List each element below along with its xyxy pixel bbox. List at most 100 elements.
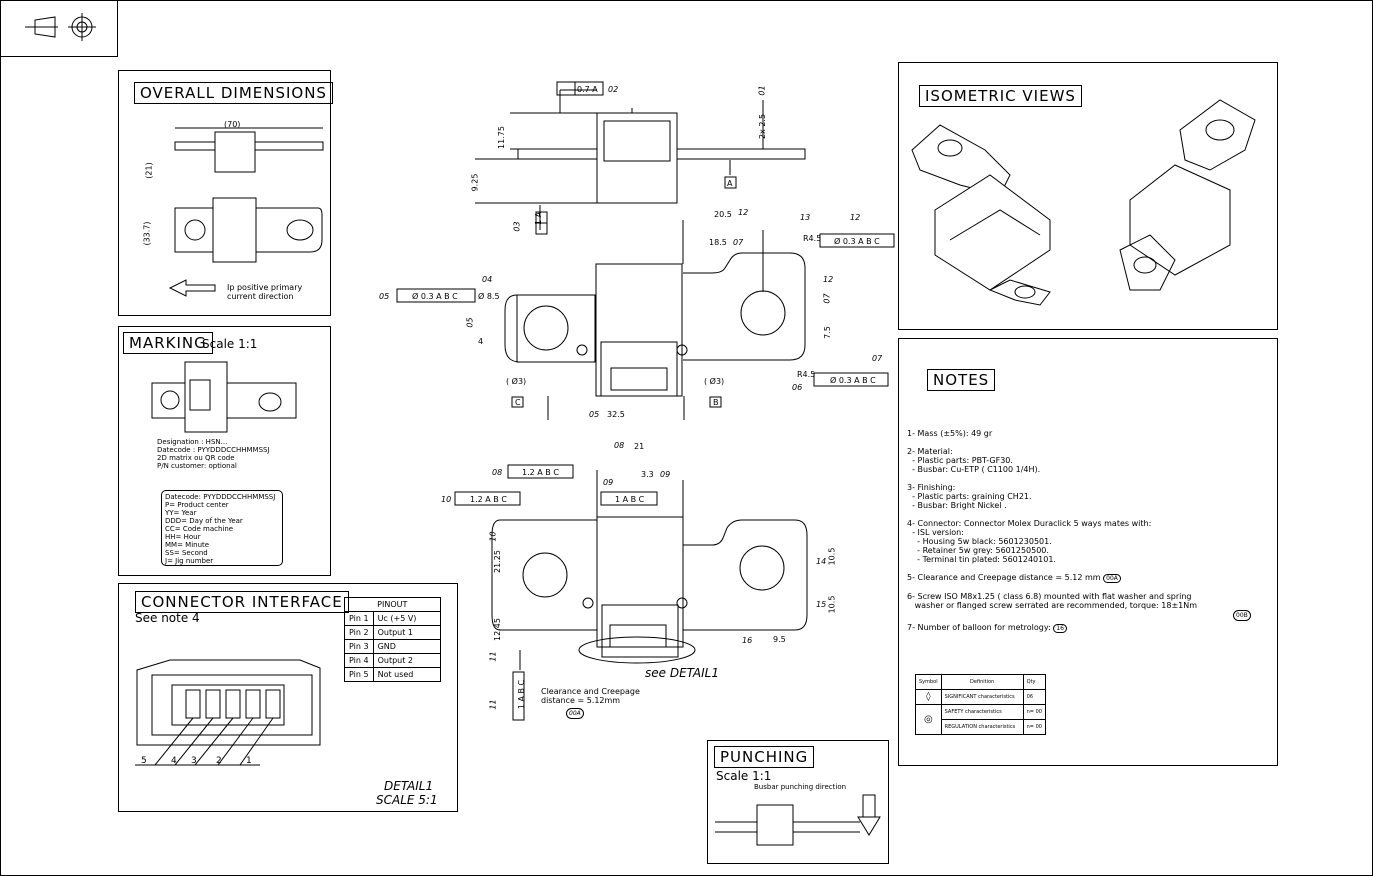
note-text: 5- Clearance and Creepage distance = 5.1…	[907, 573, 1101, 582]
balloon-00b: 00B	[1233, 610, 1251, 621]
legend-line: Datecode: PYYDDDCCHHMMSSJ	[165, 493, 276, 501]
sym-qty: 06	[1022, 689, 1046, 705]
marking-title: MARKING	[123, 332, 213, 354]
radius-45b: R4.5	[797, 370, 816, 379]
dim-337: (33.7)	[142, 221, 152, 246]
balloon-00a-drawing: 00A	[566, 708, 584, 719]
balloon-09: 09	[660, 470, 671, 479]
connector-detail-drawing	[135, 659, 321, 766]
marking-scale: Scale 1:1	[202, 337, 258, 351]
dim-2x25: 2x 2.5	[758, 113, 768, 140]
legend-line: P= Product center	[165, 501, 229, 509]
detail-label: DETAIL1	[384, 779, 434, 793]
legend-line: CC= Code machine	[165, 525, 234, 533]
fcf-1abc-bottom: 1 A B C	[517, 679, 527, 710]
balloon-12b: 12	[850, 213, 861, 222]
balloon-01: 01	[757, 85, 767, 96]
balloon-07b: 07	[872, 354, 883, 363]
balloon-11: 11	[488, 651, 498, 662]
balloon-15: 15	[816, 600, 827, 609]
diamond-icon: ◊	[915, 689, 942, 705]
note-item: 7- Number of balloon for metrology: 16	[907, 623, 1272, 633]
dim-325: 32.5	[607, 410, 625, 419]
pinout-header: PINOUT	[344, 597, 441, 612]
balloon-00a: 00A	[1103, 574, 1121, 583]
notes-list: 1- Mass (±5%): 49 gr 2- Material: - Plas…	[907, 429, 1272, 633]
balloon-10: 10	[441, 495, 452, 504]
pin-number: 4	[171, 756, 177, 766]
balloon-16: 16	[1053, 624, 1067, 633]
balloon-16: 16	[742, 636, 753, 645]
dim-70: (70)	[224, 120, 241, 129]
dim-185: 18.5	[709, 238, 727, 247]
balloon-10b: 10	[488, 531, 498, 542]
note-item: 4- Connector: Connector Molex Duraclick …	[907, 519, 1152, 564]
pin-number: 1	[246, 756, 252, 766]
dim-75: 7.5	[822, 326, 832, 339]
fcf-1a: 1 A	[534, 211, 544, 226]
pin-cell: Pin 3	[344, 639, 374, 654]
signal-cell: Not used	[372, 667, 441, 682]
see-note-4: See note 4	[135, 611, 200, 625]
note-item: 3- Finishing: - Plastic parts: graining …	[907, 483, 1032, 510]
see-detail-label[interactable]: see DETAIL1	[645, 666, 719, 680]
notes-title: NOTES	[927, 369, 996, 391]
fcf-top: 0.7 A	[577, 85, 598, 94]
connector-interface-panel: CONNECTOR INTERFACE See note 4 5 4 3 2 1…	[118, 583, 458, 812]
signal-cell: Uc (+5 V)	[372, 611, 441, 626]
balloon-13: 13	[800, 213, 811, 222]
radius-45: R4.5	[803, 234, 822, 243]
legend-line: MM= Minute	[165, 541, 210, 549]
current-direction-text: Ip positive primary current direction	[227, 283, 303, 301]
balloon-11b: 11	[488, 699, 498, 710]
pin-cell: Pin 4	[344, 653, 374, 668]
balloon-05: 05	[379, 292, 390, 301]
legend-line: DDD= Day of the Year	[165, 517, 243, 525]
note-item: 5- Clearance and Creepage distance = 5.1…	[907, 573, 1272, 583]
signal-cell: GND	[372, 639, 441, 654]
marking-panel: MARKING Scale 1:1 Designation : HSN... D…	[118, 326, 331, 576]
dim-d3-right: ( Ø3)	[704, 377, 725, 386]
datum-b: B	[713, 398, 719, 407]
marking-lines: Designation : HSN... Datecode : PYYDDDCC…	[157, 438, 270, 470]
legend-line: J= Jig number	[165, 557, 214, 565]
pin-number: 2	[216, 756, 222, 766]
dim-2125: 21.25	[492, 550, 502, 573]
top-view	[475, 89, 806, 230]
dim-105a: 10.5	[827, 547, 837, 566]
bottom-view	[491, 470, 808, 670]
note-text: 7- Number of balloon for metrology:	[907, 623, 1051, 632]
dim-33: 3.3	[641, 470, 654, 479]
front-view	[504, 220, 806, 420]
projection-symbol-icon	[25, 13, 96, 41]
sym-def: SAFETY characteristics	[940, 704, 1024, 720]
pin-cell: Pin 1	[344, 611, 374, 626]
legend-line: YY= Year	[165, 509, 197, 517]
balloon-06: 06	[792, 383, 803, 392]
legend-line: SS= Second	[165, 549, 208, 557]
dim-21: 21	[634, 442, 645, 451]
fcf-03abc-left: Ø 0.3 A B C	[412, 292, 458, 301]
clearance-text: Clearance and Creepage distance = 5.12mm	[541, 687, 640, 705]
fcf-03abc-right: Ø 0.3 A B C	[834, 237, 880, 246]
pin-cell: Pin 2	[344, 625, 374, 640]
isometric-drawing	[911, 99, 1256, 306]
marking-mini-drawing	[151, 361, 297, 433]
punching-title: PUNCHING	[714, 746, 815, 768]
note-item: 2- Material: - Plastic parts: PBT-GF30. …	[907, 447, 1041, 474]
notes-panel: NOTES 1- Mass (±5%): 49 gr 2- Material: …	[898, 338, 1278, 766]
dim-d85: Ø 8.5	[478, 292, 500, 301]
fcf-1abc-top: 1 A B C	[615, 495, 645, 504]
sym-def: SIGNIFICANT characteristics	[940, 689, 1024, 705]
sym-def: REGULATION characteristics	[940, 719, 1024, 735]
balloon-14: 14	[816, 557, 827, 566]
punching-direction-label: Busbar punching direction	[754, 783, 847, 791]
